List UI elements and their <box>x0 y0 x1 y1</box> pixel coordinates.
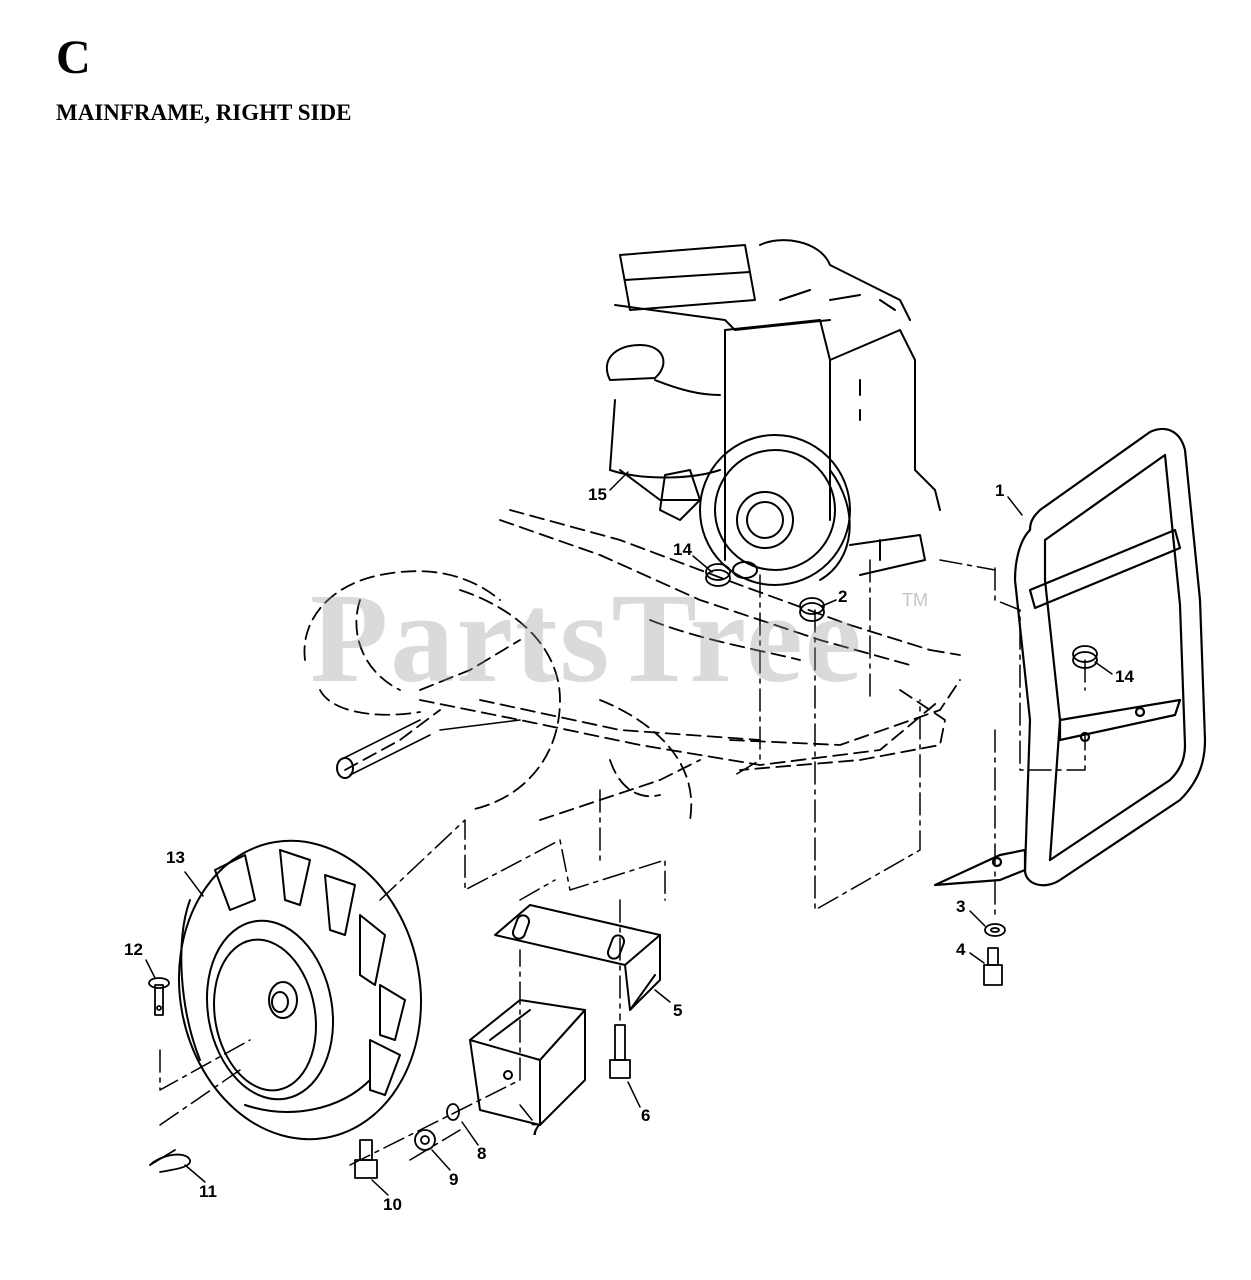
callout-9: 9 <box>449 1170 458 1189</box>
weight-block <box>469 999 586 1126</box>
callout-13: 13 <box>166 848 185 867</box>
section-letter: C <box>56 31 91 84</box>
callout-10: 10 <box>383 1195 402 1214</box>
callout-14-left: 14 <box>673 540 692 559</box>
bumper-bar <box>933 427 1207 887</box>
callout-8: 8 <box>477 1144 486 1163</box>
callout-1: 1 <box>995 481 1004 500</box>
callout-14-right: 14 <box>1115 667 1134 686</box>
callout-11: 11 <box>199 1182 217 1201</box>
callout-7: 7 <box>531 1120 540 1139</box>
callout-12: 12 <box>124 940 143 959</box>
callout-labels: 1 2 3 4 5 6 7 8 9 10 11 12 13 14 14 15 <box>124 481 1134 1214</box>
mainframe-phantom <box>303 509 961 821</box>
section-title: MAINFRAME, RIGHT SIDE <box>56 100 352 125</box>
engine <box>605 239 941 586</box>
callout-6: 6 <box>641 1106 650 1125</box>
wheel-tire <box>177 839 423 1141</box>
watermark-trademark: TM <box>902 590 928 610</box>
callout-3: 3 <box>956 897 965 916</box>
hardware <box>148 563 1098 1179</box>
callout-15: 15 <box>588 485 607 504</box>
tine-shaft <box>336 719 521 779</box>
callout-4: 4 <box>956 940 966 959</box>
callout-2: 2 <box>838 587 847 606</box>
bracket <box>494 904 661 1011</box>
callout-5: 5 <box>673 1001 682 1020</box>
